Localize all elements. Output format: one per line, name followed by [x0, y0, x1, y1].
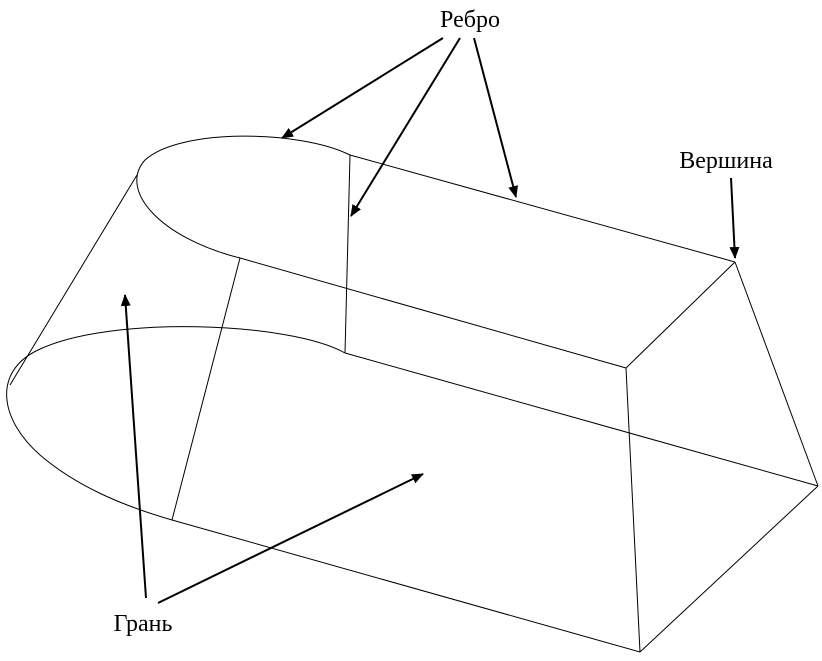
edge-label: Ребро — [440, 7, 500, 33]
labels: Ребро Вершина Грань — [114, 7, 773, 637]
face-arrow-right — [157, 473, 424, 604]
face-arrow-left — [120, 294, 147, 599]
vertex-arrow — [729, 177, 740, 259]
left-silhouette-edge — [9, 174, 138, 386]
face-label: Грань — [114, 611, 173, 637]
bottom-front-edge — [171, 519, 641, 653]
solid-body — [6, 135, 819, 653]
top-seam-edge — [344, 154, 351, 354]
bottom-back-edge — [344, 352, 819, 487]
front-vertical-edge — [625, 367, 641, 653]
back-slant-edge — [734, 261, 819, 487]
top-back-edge — [349, 154, 736, 263]
bottom-curved-edge — [6, 326, 346, 521]
top-curved-edge — [136, 135, 351, 259]
top-front-edge — [239, 257, 627, 369]
annotation-arrows — [120, 37, 740, 604]
edge-arrow-middle — [350, 37, 461, 217]
left-seam-edge — [171, 257, 241, 521]
vertex-label: Вершина — [679, 148, 773, 174]
edge-arrow-left — [281, 37, 444, 139]
edge-arrow-right — [473, 37, 519, 198]
bottom-end-edge — [639, 485, 819, 653]
top-end-edge — [625, 261, 736, 369]
